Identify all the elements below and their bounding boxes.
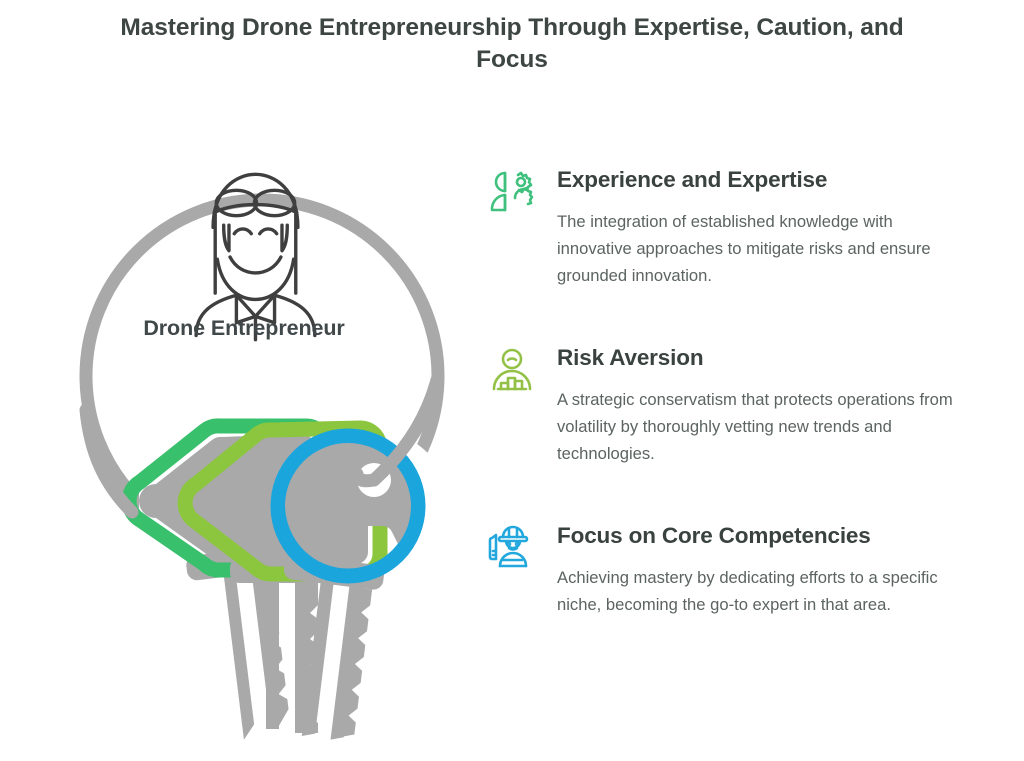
person-cap-device-icon: [488, 525, 529, 568]
keyring-svg: [79, 172, 445, 740]
point-experience-and-expertise: Experience and Expertise The integration…: [488, 166, 988, 306]
points-list: Experience and Expertise The integration…: [488, 166, 988, 662]
center-label: Drone Entrepreneur: [143, 316, 345, 340]
point-heading: Risk Aversion: [557, 345, 704, 370]
person-gear-icon: [490, 171, 534, 212]
point-body: Achieving mastery by dedicating efforts …: [557, 568, 938, 614]
point-risk-aversion: Risk Aversion A strategic conservatism t…: [488, 344, 988, 484]
point-focus-on-core-competencies: Focus on Core Competencies Achieving mas…: [488, 522, 988, 662]
point-heading: Experience and Expertise: [557, 167, 828, 192]
point-heading: Focus on Core Competencies: [557, 523, 871, 548]
key-blue: [270, 373, 444, 740]
point-body: The integration of established knowledge…: [557, 212, 931, 285]
page-title: Mastering Drone Entrepreneurship Through…: [120, 14, 904, 74]
pilot-face-icon: [194, 172, 317, 342]
person-chart-icon: [492, 348, 532, 391]
keyring-illustration: Drone Entrepreneur: [44, 80, 474, 740]
point-body: A strategic conservatism that protects o…: [557, 390, 953, 463]
